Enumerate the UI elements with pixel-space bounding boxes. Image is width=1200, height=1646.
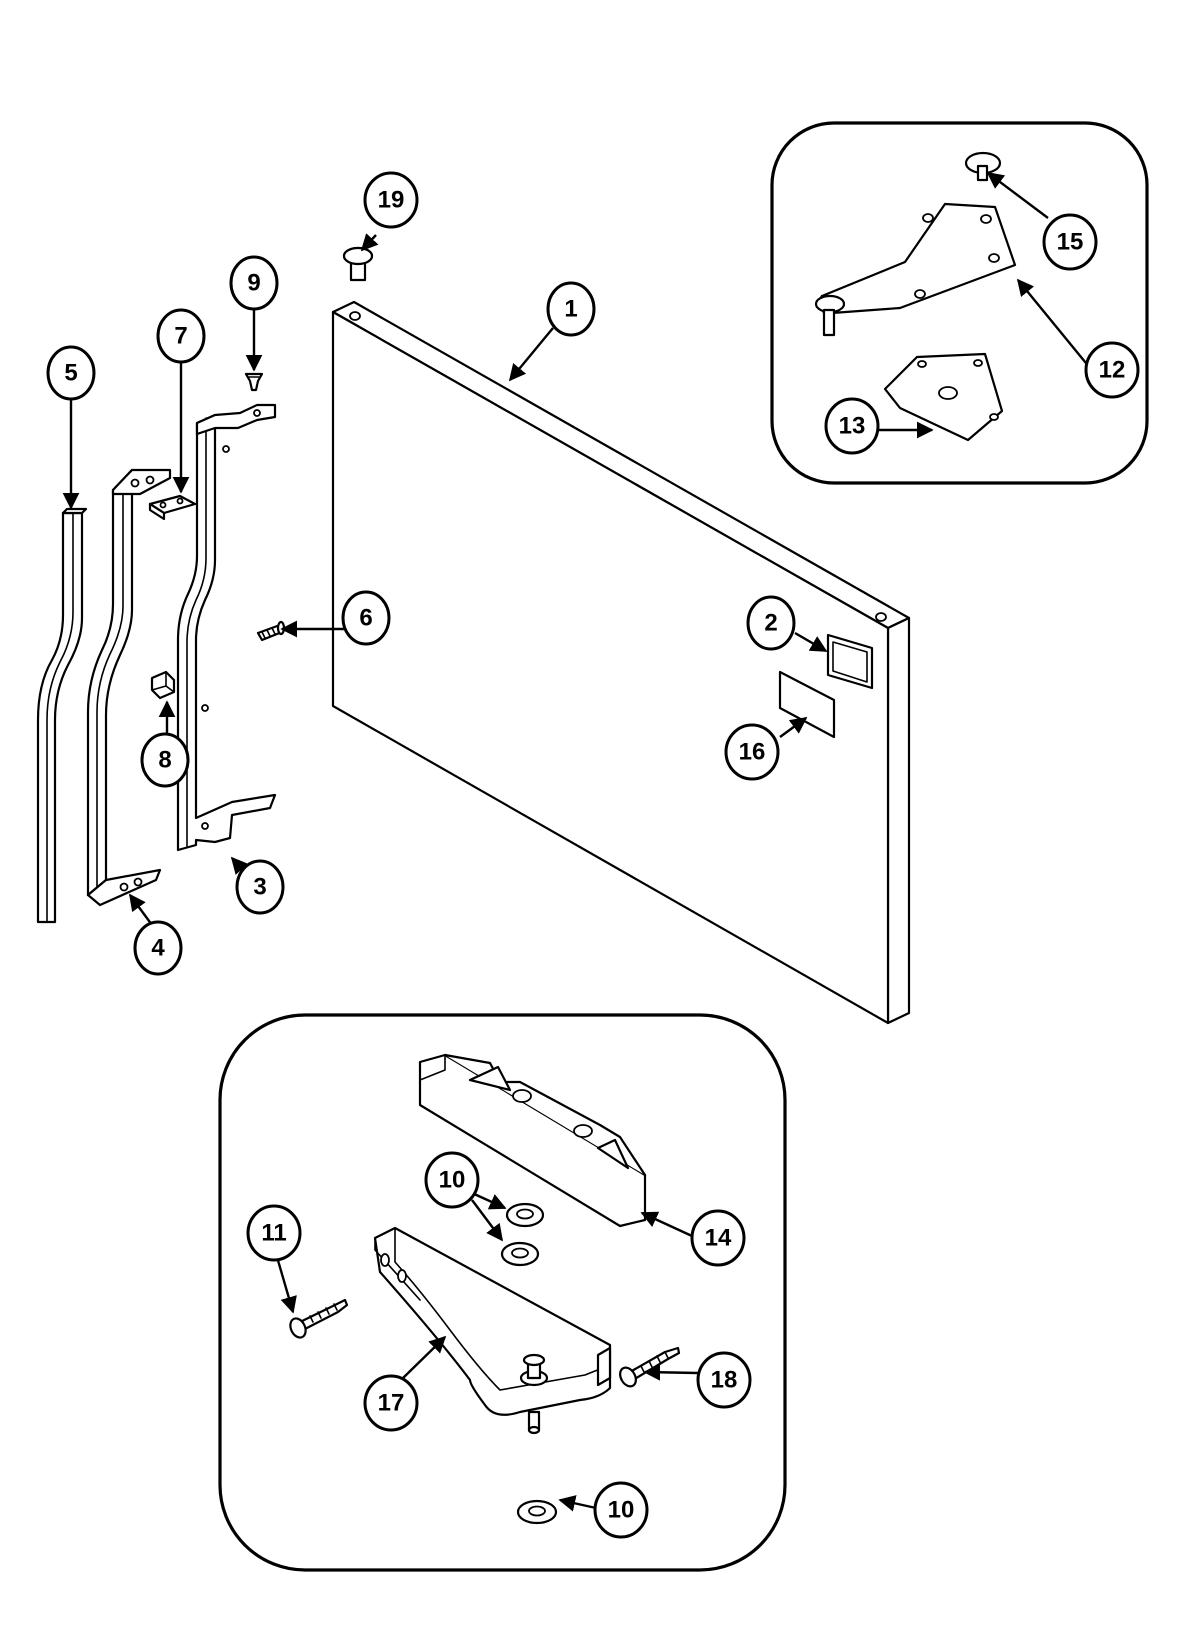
callout-11-label: 11 (261, 1220, 286, 1247)
hinge-screw-right-part (619, 1346, 681, 1388)
hinge-screw-left-part (289, 1298, 349, 1339)
hinge-pin-part (964, 151, 1002, 182)
callout-18-label: 18 (711, 1367, 738, 1394)
callout-10-lower: 10 (593, 1481, 649, 1539)
washer-lower-part (516, 1499, 558, 1525)
callout-1-label: 1 (564, 296, 577, 323)
callout-10-upper: 10 (424, 1151, 480, 1209)
callout-19: 19 (363, 171, 419, 229)
callout-10-lower-label: 10 (608, 1497, 635, 1524)
nameplate-part (826, 633, 874, 690)
callout-13: 13 (824, 397, 880, 455)
callout-17-label: 17 (378, 1390, 405, 1417)
callout-3-label: 3 (253, 874, 266, 901)
handle-bracket-left-part (86, 468, 172, 907)
callout-17: 17 (363, 1374, 419, 1432)
top-hinge-inset (770, 121, 1149, 485)
callout-7: 7 (156, 308, 206, 364)
callout-4-label: 4 (151, 935, 165, 962)
hinge-shim-part (883, 352, 1004, 442)
door-bumper-part (150, 670, 176, 700)
hinge-block-part (418, 1053, 647, 1228)
callout-15-label: 15 (1057, 229, 1084, 256)
callout-18: 18 (696, 1351, 752, 1409)
callout-11: 11 (246, 1204, 302, 1262)
callout-16-label: 16 (739, 739, 766, 766)
callout-3: 3 (235, 859, 285, 915)
callout-9: 9 (229, 255, 279, 311)
side-screw-part (256, 620, 286, 642)
callout-6-label: 6 (359, 605, 372, 632)
callout-15: 15 (1042, 213, 1098, 271)
callout-2: 2 (746, 595, 796, 651)
callout-2-label: 2 (764, 610, 777, 637)
callout-12: 12 (1084, 341, 1140, 399)
callout-14-label: 14 (705, 1225, 732, 1252)
callout-7-label: 7 (174, 323, 187, 350)
handle-clip-part (148, 494, 197, 521)
callout-13-label: 13 (839, 413, 866, 440)
door-panel-part (331, 300, 911, 1025)
callout-12-label: 12 (1099, 357, 1126, 384)
callout-5: 5 (46, 345, 96, 401)
callout-14: 14 (690, 1209, 746, 1267)
callout-6: 6 (341, 590, 391, 646)
rating-label-part (778, 670, 836, 739)
center-hinge-part (373, 1226, 612, 1435)
callout-5-label: 5 (64, 360, 77, 387)
callout-8: 8 (140, 732, 190, 788)
top-hinge-part (814, 202, 1017, 337)
callout-1: 1 (546, 281, 596, 337)
door-trim-part (36, 507, 88, 924)
plug-button-part (342, 246, 374, 282)
callout-16: 16 (724, 723, 780, 781)
top-screw-part (244, 372, 264, 392)
callout-10-upper-label: 10 (439, 1167, 466, 1194)
callout-9-label: 9 (247, 270, 260, 297)
center-hinge-inset (218, 1013, 787, 1572)
callout-4: 4 (133, 920, 183, 976)
callout-8-label: 8 (158, 747, 171, 774)
callout-19-label: 19 (378, 187, 405, 214)
washer-upper-part (500, 1202, 545, 1267)
door-handle-part (176, 403, 277, 852)
